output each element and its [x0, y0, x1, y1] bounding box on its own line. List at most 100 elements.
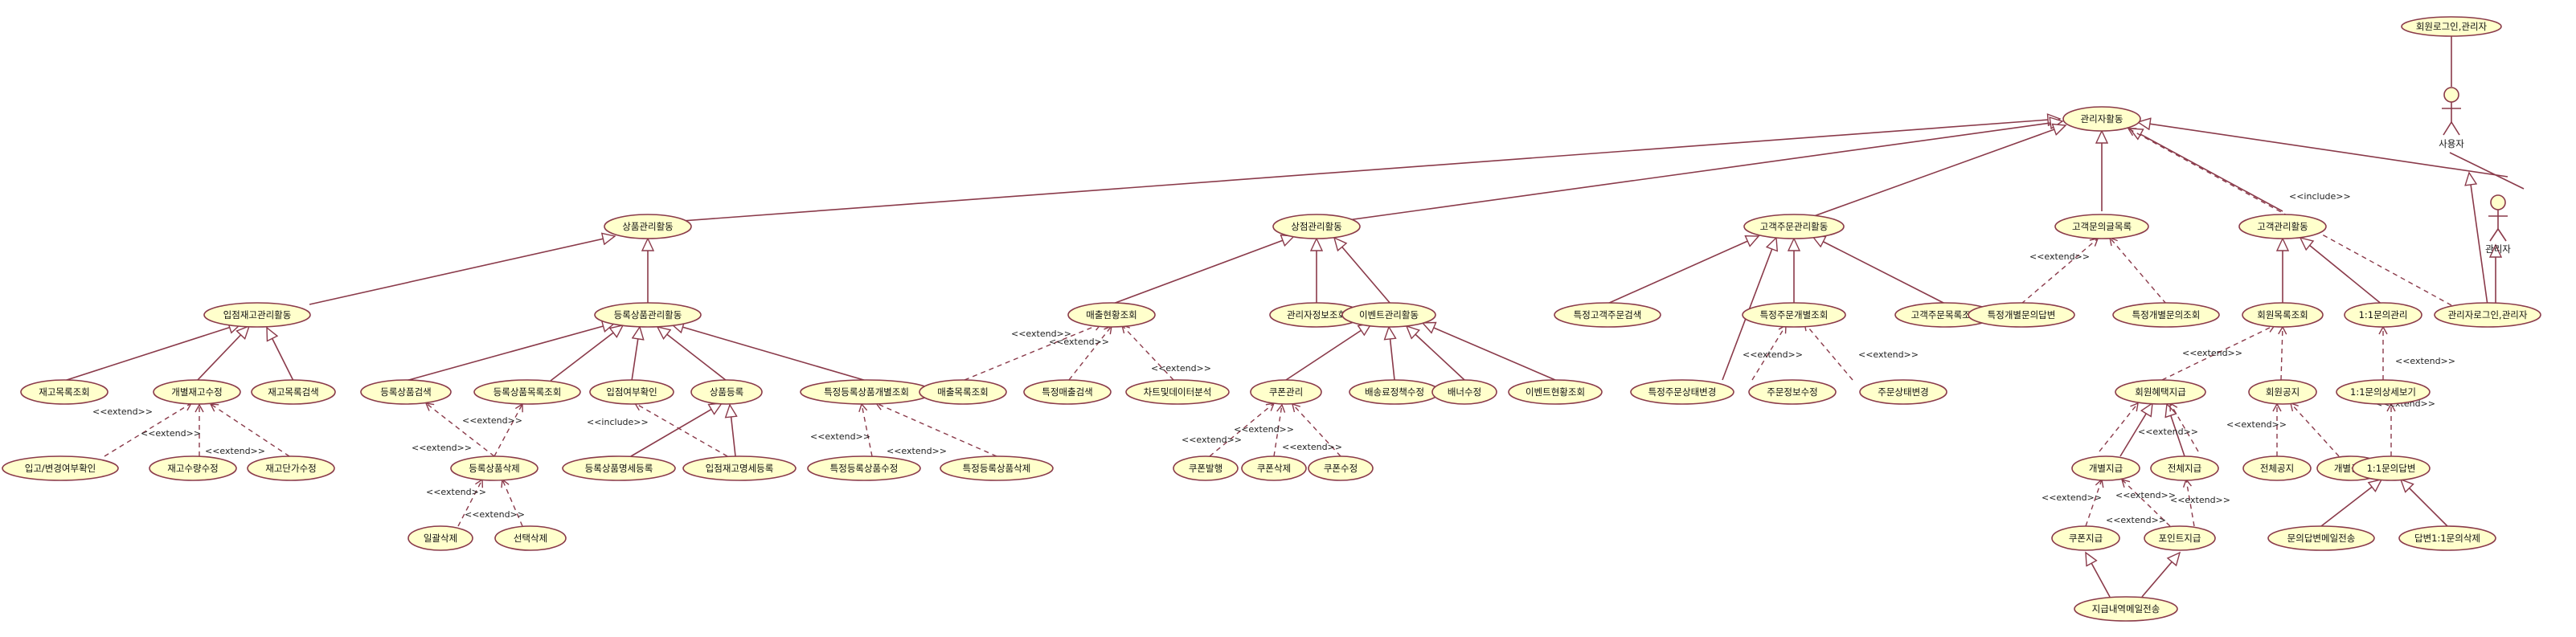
- use-case-label: 재고목록검색: [268, 386, 318, 398]
- use-case-label: 재고단가수정: [265, 463, 316, 474]
- use-case-label: 등록상품명세등록: [585, 463, 653, 474]
- use-case-reg-product-detail-reg: 등록상품명세등록: [562, 455, 676, 481]
- use-case-admin-login: 관리자로그인,관리자: [2434, 302, 2541, 328]
- use-case-admin-activity: 관리자활동: [2062, 106, 2141, 132]
- stereotype-label: <<extend>>: [426, 487, 486, 497]
- use-case-ellipse: [1308, 455, 1374, 481]
- use-case-label: 회원로그인,관리자: [2416, 21, 2488, 32]
- use-case-ellipse: [589, 379, 674, 405]
- use-case-label: 쿠폰발행: [1189, 463, 1222, 474]
- use-case-sales-list: 매출목록조회: [919, 379, 1007, 405]
- use-case-label: 쿠폰삭제: [1257, 463, 1291, 474]
- stereotype-label: <<extend>>: [887, 446, 947, 456]
- use-case-label: 상품등록: [710, 386, 743, 398]
- use-case-ellipse: [1968, 302, 2075, 328]
- use-case-label: 특정주문상태변경: [1648, 386, 1717, 398]
- stereotype-labels: <<extend>> <<extend>> <<extend>> <<exten…: [92, 191, 2455, 525]
- use-case-ellipse: [594, 302, 702, 328]
- use-case-ellipse: [1341, 302, 1436, 328]
- use-case-event-mgmt: 이벤트관리활동: [1341, 302, 1436, 328]
- use-case-ellipse: [473, 379, 581, 405]
- use-case-individual-stock-edit: 개별재고수정: [153, 379, 241, 405]
- use-case-label: 쿠폰지급: [2069, 533, 2103, 544]
- use-case-label: 문의답변메일전송: [2287, 533, 2356, 544]
- use-case-label: 쿠폰수정: [1324, 463, 1358, 474]
- use-case-label: 특정등록상품개별조회: [824, 386, 909, 398]
- use-case-order-info-edit: 주문정보수정: [1748, 379, 1837, 405]
- stereotype-label: <<extend>>: [1234, 424, 1294, 435]
- use-case-ellipse: [1508, 379, 1603, 405]
- use-case-label: 관리자로그인,관리자: [2448, 309, 2528, 321]
- use-case-label: 등록상품목록조회: [493, 386, 562, 398]
- use-case-label: 특정고객주문검색: [1574, 309, 1642, 321]
- use-case-label: 입점재고명세등록: [706, 463, 774, 474]
- stereotype-label: <<extend>>: [141, 428, 201, 439]
- use-case-label: 재고수량수정: [167, 463, 218, 474]
- use-case-label: 입점재고관리활동: [223, 309, 292, 321]
- use-case-event-status: 이벤트현황조회: [1508, 379, 1603, 405]
- use-case-stock-list: 재고목록조회: [20, 379, 109, 405]
- use-case-label: 고객주문관리활동: [1760, 221, 1829, 232]
- use-case-ellipse: [1125, 379, 1230, 405]
- use-case-admin-info: 관리자정보조회: [1269, 302, 1364, 328]
- use-case-inquiry-list: 고객문의글목록: [2054, 214, 2149, 239]
- use-case-ellipse: [1023, 379, 1112, 405]
- use-case-ellipse: [2150, 455, 2219, 481]
- stereotype-label: <<extend>>: [2029, 251, 2090, 262]
- use-case-ellipse: [690, 379, 763, 405]
- use-case-label: 특정등록상품수정: [830, 463, 899, 474]
- use-case-ellipse: [2, 455, 119, 481]
- stereotype-label: <<extend>>: [1282, 442, 1342, 452]
- use-case-ellipse: [940, 455, 1054, 481]
- use-case-specific-order-state: 특정주문상태변경: [1630, 379, 1734, 405]
- use-case-pay-history-mail: 지급내역메일전송: [2074, 596, 2178, 622]
- stereotype-label: <<extend>>: [1011, 329, 1071, 339]
- use-case-label: 회원혜택지급: [2135, 386, 2185, 398]
- use-case-label: 관리자활동: [2081, 113, 2123, 125]
- stereotype-label: <<extend>>: [2106, 515, 2166, 525]
- use-case-ellipse: [2238, 214, 2327, 239]
- use-case-ellipse: [2398, 525, 2496, 551]
- use-case-label: 상품관리활동: [622, 221, 673, 232]
- use-case-ellipse: [2267, 525, 2375, 551]
- use-case-ellipse: [1859, 379, 1947, 405]
- use-case-ellipse: [1743, 214, 1845, 239]
- use-case-point-pay: 포인트지급: [2144, 525, 2216, 551]
- use-case-label: 답변1:1문의삭제: [2414, 533, 2480, 544]
- use-case-ellipse: [1241, 455, 1307, 481]
- use-case-specific-inquiry-answer: 특정개별문의답변: [1968, 302, 2075, 328]
- use-case-coupon-edit: 쿠폰수정: [1308, 455, 1374, 481]
- stereotype-label: <<extend>>: [462, 415, 522, 426]
- use-case-label: 등록상품관리활동: [614, 309, 682, 321]
- use-case-label: 일괄삭제: [424, 533, 457, 544]
- use-case-specific-reg-product-view: 특정등록상품개별조회: [800, 379, 933, 405]
- use-case-stock-mgmt: 입점재고관리활동: [203, 302, 311, 328]
- use-case-product-register: 상품등록: [690, 379, 763, 405]
- use-case-ellipse: [2248, 379, 2317, 405]
- use-case-specific-customer-search: 특정고객주문검색: [1554, 302, 1661, 328]
- use-case-label: 회원공지: [2266, 386, 2300, 398]
- use-case-label: 특정개별문의답변: [1988, 309, 2056, 321]
- stereotype-label: <<include>>: [2289, 191, 2351, 202]
- use-case-ellipse: [1748, 379, 1837, 405]
- use-case-label: 회원목록조회: [2257, 309, 2308, 321]
- use-case-specific-reg-edit: 특정등록상품수정: [807, 455, 921, 481]
- use-case-ellipse: [407, 525, 473, 551]
- use-case-label: 개별재고수정: [171, 386, 222, 398]
- dependency-edges: [104, 128, 2452, 527]
- use-case-specific-reg-delete: 특정등록상품삭제: [940, 455, 1054, 481]
- use-case-label: 고객주문목록조회: [1911, 309, 1980, 321]
- use-case-ellipse: [1630, 379, 1734, 405]
- stereotype-label: <<extend>>: [2226, 419, 2287, 430]
- actor-admin-label: 관리자: [2485, 243, 2511, 255]
- use-case-label: 1:1문의상세보기: [2350, 386, 2416, 398]
- stereotype-label: <<extend>>: [1182, 435, 1242, 445]
- use-case-ellipse: [20, 379, 109, 405]
- stereotype-label: <<extend>>: [1049, 337, 1109, 347]
- use-case-label: 매출목록조회: [937, 386, 988, 398]
- use-case-ellipse: [919, 379, 1007, 405]
- use-case-label: 선택삭제: [514, 533, 547, 544]
- use-case-inquiry-answer: 1:1문의답변: [2352, 455, 2431, 481]
